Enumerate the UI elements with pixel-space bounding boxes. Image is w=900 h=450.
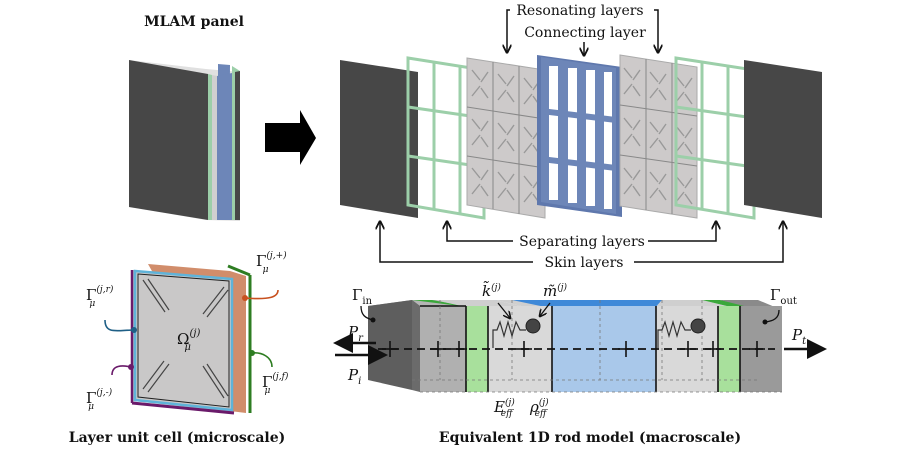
right-arrow-icon	[265, 110, 316, 165]
k-label: k̃(j)	[482, 281, 501, 300]
panel-skin-face	[129, 60, 208, 220]
spring-icon	[492, 319, 526, 348]
skin-layer-left	[340, 60, 418, 218]
callout-r	[104, 319, 135, 332]
skin-layer-right	[744, 60, 822, 218]
mass-icon-right	[690, 318, 706, 334]
label-arrows	[380, 9, 783, 263]
callout-f	[251, 352, 273, 368]
p-t-label: Pt	[791, 326, 807, 347]
separating-label: Separating layers	[519, 234, 645, 250]
cell-domain	[133, 270, 232, 412]
boundary-r	[133, 269, 234, 412]
panel-title: MLAM panel	[144, 14, 244, 30]
mass-icon	[525, 318, 541, 334]
skin-label: Skin layers	[545, 255, 624, 271]
rho-eff-label: ρ(j)eff	[529, 397, 549, 419]
gamma-in-label: Γin	[352, 286, 373, 307]
resonating-label: Resonating layers	[516, 3, 643, 19]
separating-layer-right	[674, 56, 756, 220]
gamma-r-label: Γ(j,r)μ	[86, 284, 114, 309]
resonating-layer-right	[619, 54, 698, 219]
rod-model-title: Equivalent 1D rod model (macroscale)	[439, 430, 741, 446]
rod-model	[368, 300, 782, 393]
exploded-view	[340, 54, 822, 220]
boundary-minus	[131, 401, 235, 415]
omega-label: Ω(j)μ	[177, 328, 200, 353]
E-eff-label: E(j)eff	[493, 397, 515, 419]
resonating-layer-left	[466, 57, 546, 219]
gamma-minus-label: Γ(j,-)μ	[86, 387, 113, 412]
gamma-out-label: Γout	[770, 286, 797, 307]
mlam-panel	[129, 60, 240, 221]
callout-plus	[244, 289, 279, 300]
gamma-plus-label: Γ(j,+)μ	[256, 250, 287, 275]
unit-cell	[130, 264, 252, 415]
p-i-label: Pi	[347, 366, 361, 387]
p-r-label: Pr	[347, 323, 364, 344]
gamma-f-label: Γ(j,f)μ	[262, 371, 289, 396]
spring-icon-right	[657, 319, 691, 348]
m-label: m̃(j)	[543, 282, 568, 300]
unit-cell-title: Layer unit cell (microscale)	[69, 430, 286, 446]
node-markers	[382, 341, 765, 357]
connecting-label: Connecting layer	[524, 25, 646, 41]
connecting-layer	[537, 55, 622, 217]
